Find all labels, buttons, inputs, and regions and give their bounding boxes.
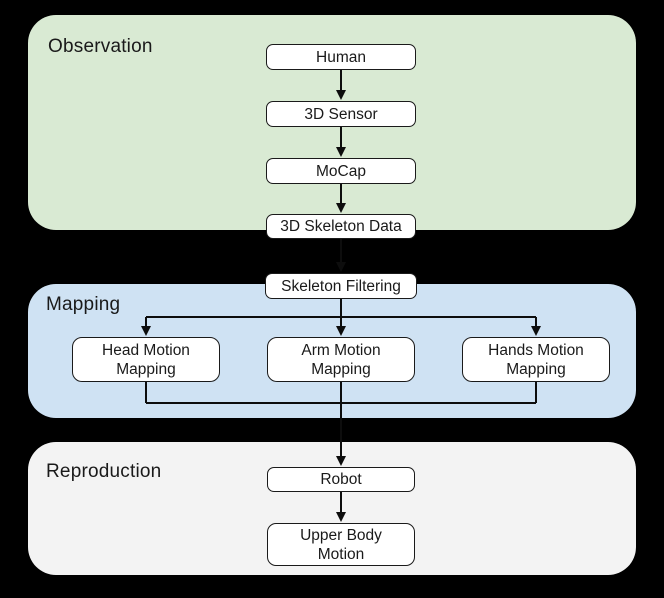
section-reproduction-label: Reproduction [46, 461, 162, 482]
node-skeleton-filtering: Skeleton Filtering [265, 273, 417, 299]
node-upper-body-motion: Upper Body Motion [267, 523, 415, 566]
node-head-motion-mapping: Head Motion Mapping [72, 337, 220, 382]
node-human: Human [266, 44, 416, 70]
node-mocap: MoCap [266, 158, 416, 184]
node-3d-skeleton-data: 3D Skeleton Data [266, 214, 416, 239]
node-3d-sensor: 3D Sensor [266, 101, 416, 127]
section-observation-label: Observation [48, 36, 153, 57]
section-mapping-label: Mapping [46, 294, 121, 315]
node-hands-motion-mapping: Hands Motion Mapping [462, 337, 610, 382]
node-robot: Robot [267, 467, 415, 492]
node-arm-motion-mapping: Arm Motion Mapping [267, 337, 415, 382]
